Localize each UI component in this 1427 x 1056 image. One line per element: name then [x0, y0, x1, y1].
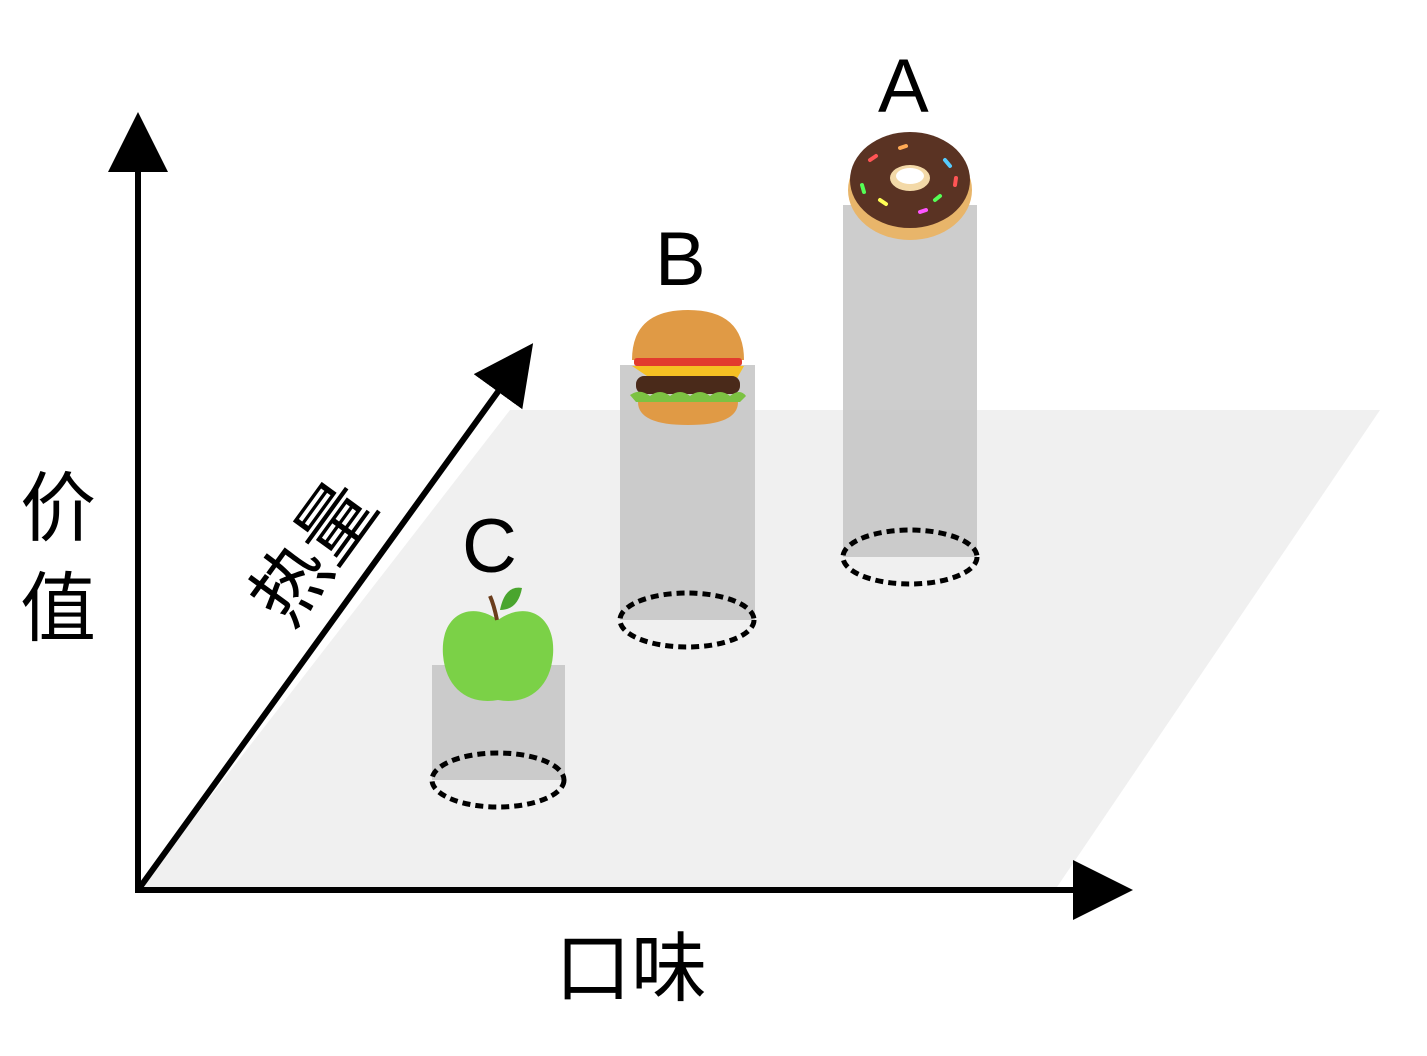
item-label-c: C: [462, 504, 517, 589]
item-label-a: A: [878, 44, 929, 129]
item-label-b: B: [655, 217, 706, 302]
hamburger-icon: [630, 310, 746, 425]
taste-axis-label: 口味: [555, 924, 707, 1013]
calorie-axis: [135, 343, 534, 892]
value-axis-label-1: 价: [20, 464, 96, 553]
donut-icon: [848, 132, 972, 240]
cylinder-a: [840, 205, 980, 587]
green-apple-icon: [442, 587, 554, 701]
value-axis-label-2: 值: [20, 564, 96, 653]
